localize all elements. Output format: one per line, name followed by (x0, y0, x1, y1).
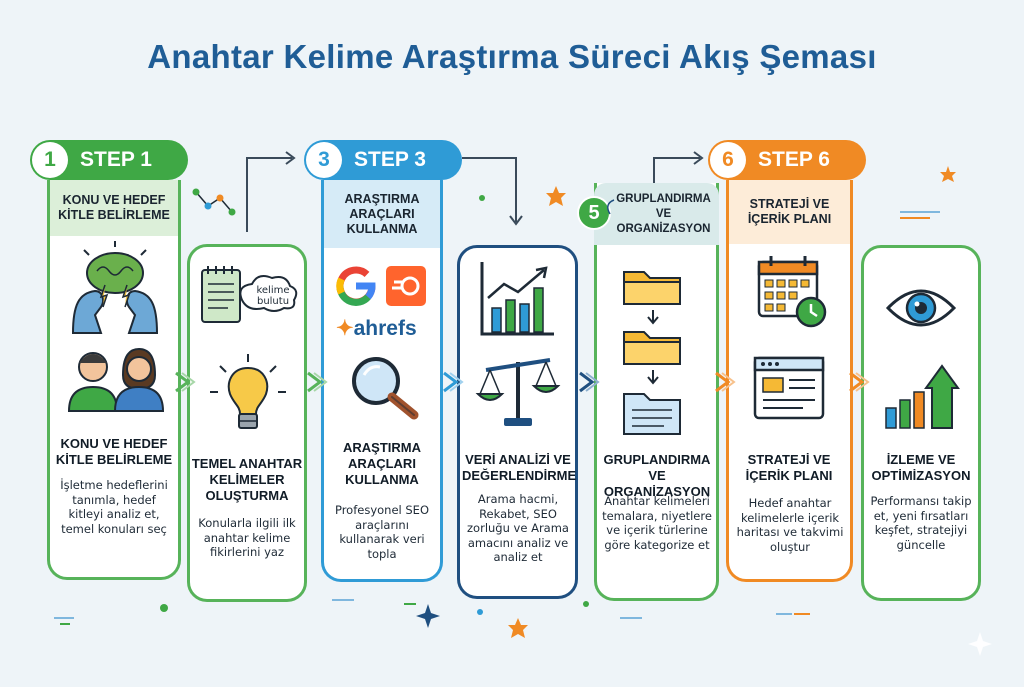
ahrefs-logo-text: ahrefs (353, 317, 417, 340)
step-6-pill: 6 STEP 6 (708, 140, 866, 180)
people-icon (67, 347, 165, 412)
stage-3-header: ARAŞTIRMA ARAÇLARI KULLANMA (321, 180, 443, 248)
stage-5-desc: Anahtar kelimeleri temalara, niyetlere v… (602, 494, 712, 552)
stage-1-desc: İşletme hedeflerini tanımla, hedef kitle… (60, 478, 168, 536)
stage-3-title: ARAŞTIRMA ARAÇLARI KULLANMA (343, 440, 421, 487)
stage-1-title: KONU VE HEDEF KİTLE BELİRLEME (55, 436, 173, 467)
chevron-icon-3 (443, 371, 464, 393)
step-1-label: STEP 1 (80, 148, 152, 171)
stage-3-desc: Profesyonel SEO araçlarını kullanarak ve… (334, 503, 430, 561)
step-1-number: 1 (32, 142, 68, 178)
calendar-clock-icon (757, 256, 827, 328)
cloud-text: kelime bulutu (256, 285, 290, 307)
sparkle-icon-white (968, 632, 992, 656)
stage-5-header: GRUPLANDIRMA VE ORGANİZASYON (594, 183, 719, 245)
folders-icon (623, 271, 681, 435)
browser-window-icon (753, 356, 825, 420)
sparkle-icon-navy (416, 604, 440, 628)
bar-chart-icon (480, 262, 554, 336)
stage-6-desc: Hedef anahtar kelimelerle içerik haritas… (736, 496, 844, 554)
chevron-icon-2 (307, 371, 328, 393)
sparkle-icon-orange-2 (508, 618, 528, 638)
notepad-cloud-icon (201, 266, 298, 323)
semrush-logo-icon (386, 266, 426, 306)
step-3-pill: 3 STEP 3 (304, 140, 462, 180)
stage-4-desc: Arama hacmi, Rekabet, SEO zorluğu ve Ara… (467, 492, 569, 564)
chevron-icon-1 (175, 371, 196, 393)
chevron-icon-5 (715, 371, 736, 393)
ahrefs-logo: ✦ahrefs (336, 317, 417, 340)
step-1-pill: 1 STEP 1 (30, 140, 188, 180)
step-6-label: STEP 6 (758, 148, 830, 171)
magnifier-icon (352, 357, 419, 420)
step-6-number: 6 (710, 142, 746, 178)
curl-decoration (607, 199, 615, 215)
stage-4-title: VERİ ANALİZİ VE DEĞERLENDİRME (462, 452, 577, 483)
lightbulb-icon (210, 354, 286, 429)
step-3-label: STEP 3 (354, 148, 426, 171)
network-dots-icon (192, 188, 236, 216)
google-logo-icon (336, 266, 376, 306)
page-title: Anahtar Kelime Araştırma Süreci Akış Şem… (147, 38, 877, 75)
stage-6-header: STRATEJİ VE İÇERİK PLANI (726, 180, 853, 244)
stage-7-title: İZLEME VE OPTİMİZASYON (871, 452, 971, 483)
chevron-icon-4 (579, 371, 600, 393)
scale-icon (475, 358, 561, 426)
stage-6-title: STRATEJİ VE İÇERİK PLANI (745, 452, 833, 483)
stage-7-desc: Performansı takip et, yeni fırsatları ke… (870, 494, 972, 552)
stage-box-5 (594, 183, 719, 601)
dots-decoration (160, 195, 589, 615)
step-3-number: 3 (306, 142, 342, 178)
stage-1-header: KONU VE HEDEF KİTLE BELİRLEME (47, 180, 181, 236)
stage-2-title: TEMEL ANAHTAR KELİMELER OLUŞTURMA (191, 456, 303, 503)
growth-chart-icon (885, 364, 960, 429)
brain-heads-icon (71, 241, 159, 334)
eye-icon (885, 289, 957, 327)
stage-2-desc: Konularla ilgili ilk anahtar kelime fiki… (198, 516, 296, 559)
dashes-decoration (54, 211, 940, 625)
sparkle-icon-orange (546, 186, 566, 206)
sparkle-icon-orange-3 (940, 166, 956, 182)
step-5-badge: 5 (577, 196, 611, 230)
chevron-icon-6 (849, 371, 870, 393)
stage-5-title: GRUPLANDIRMA VE ORGANİZASYON (603, 452, 711, 499)
